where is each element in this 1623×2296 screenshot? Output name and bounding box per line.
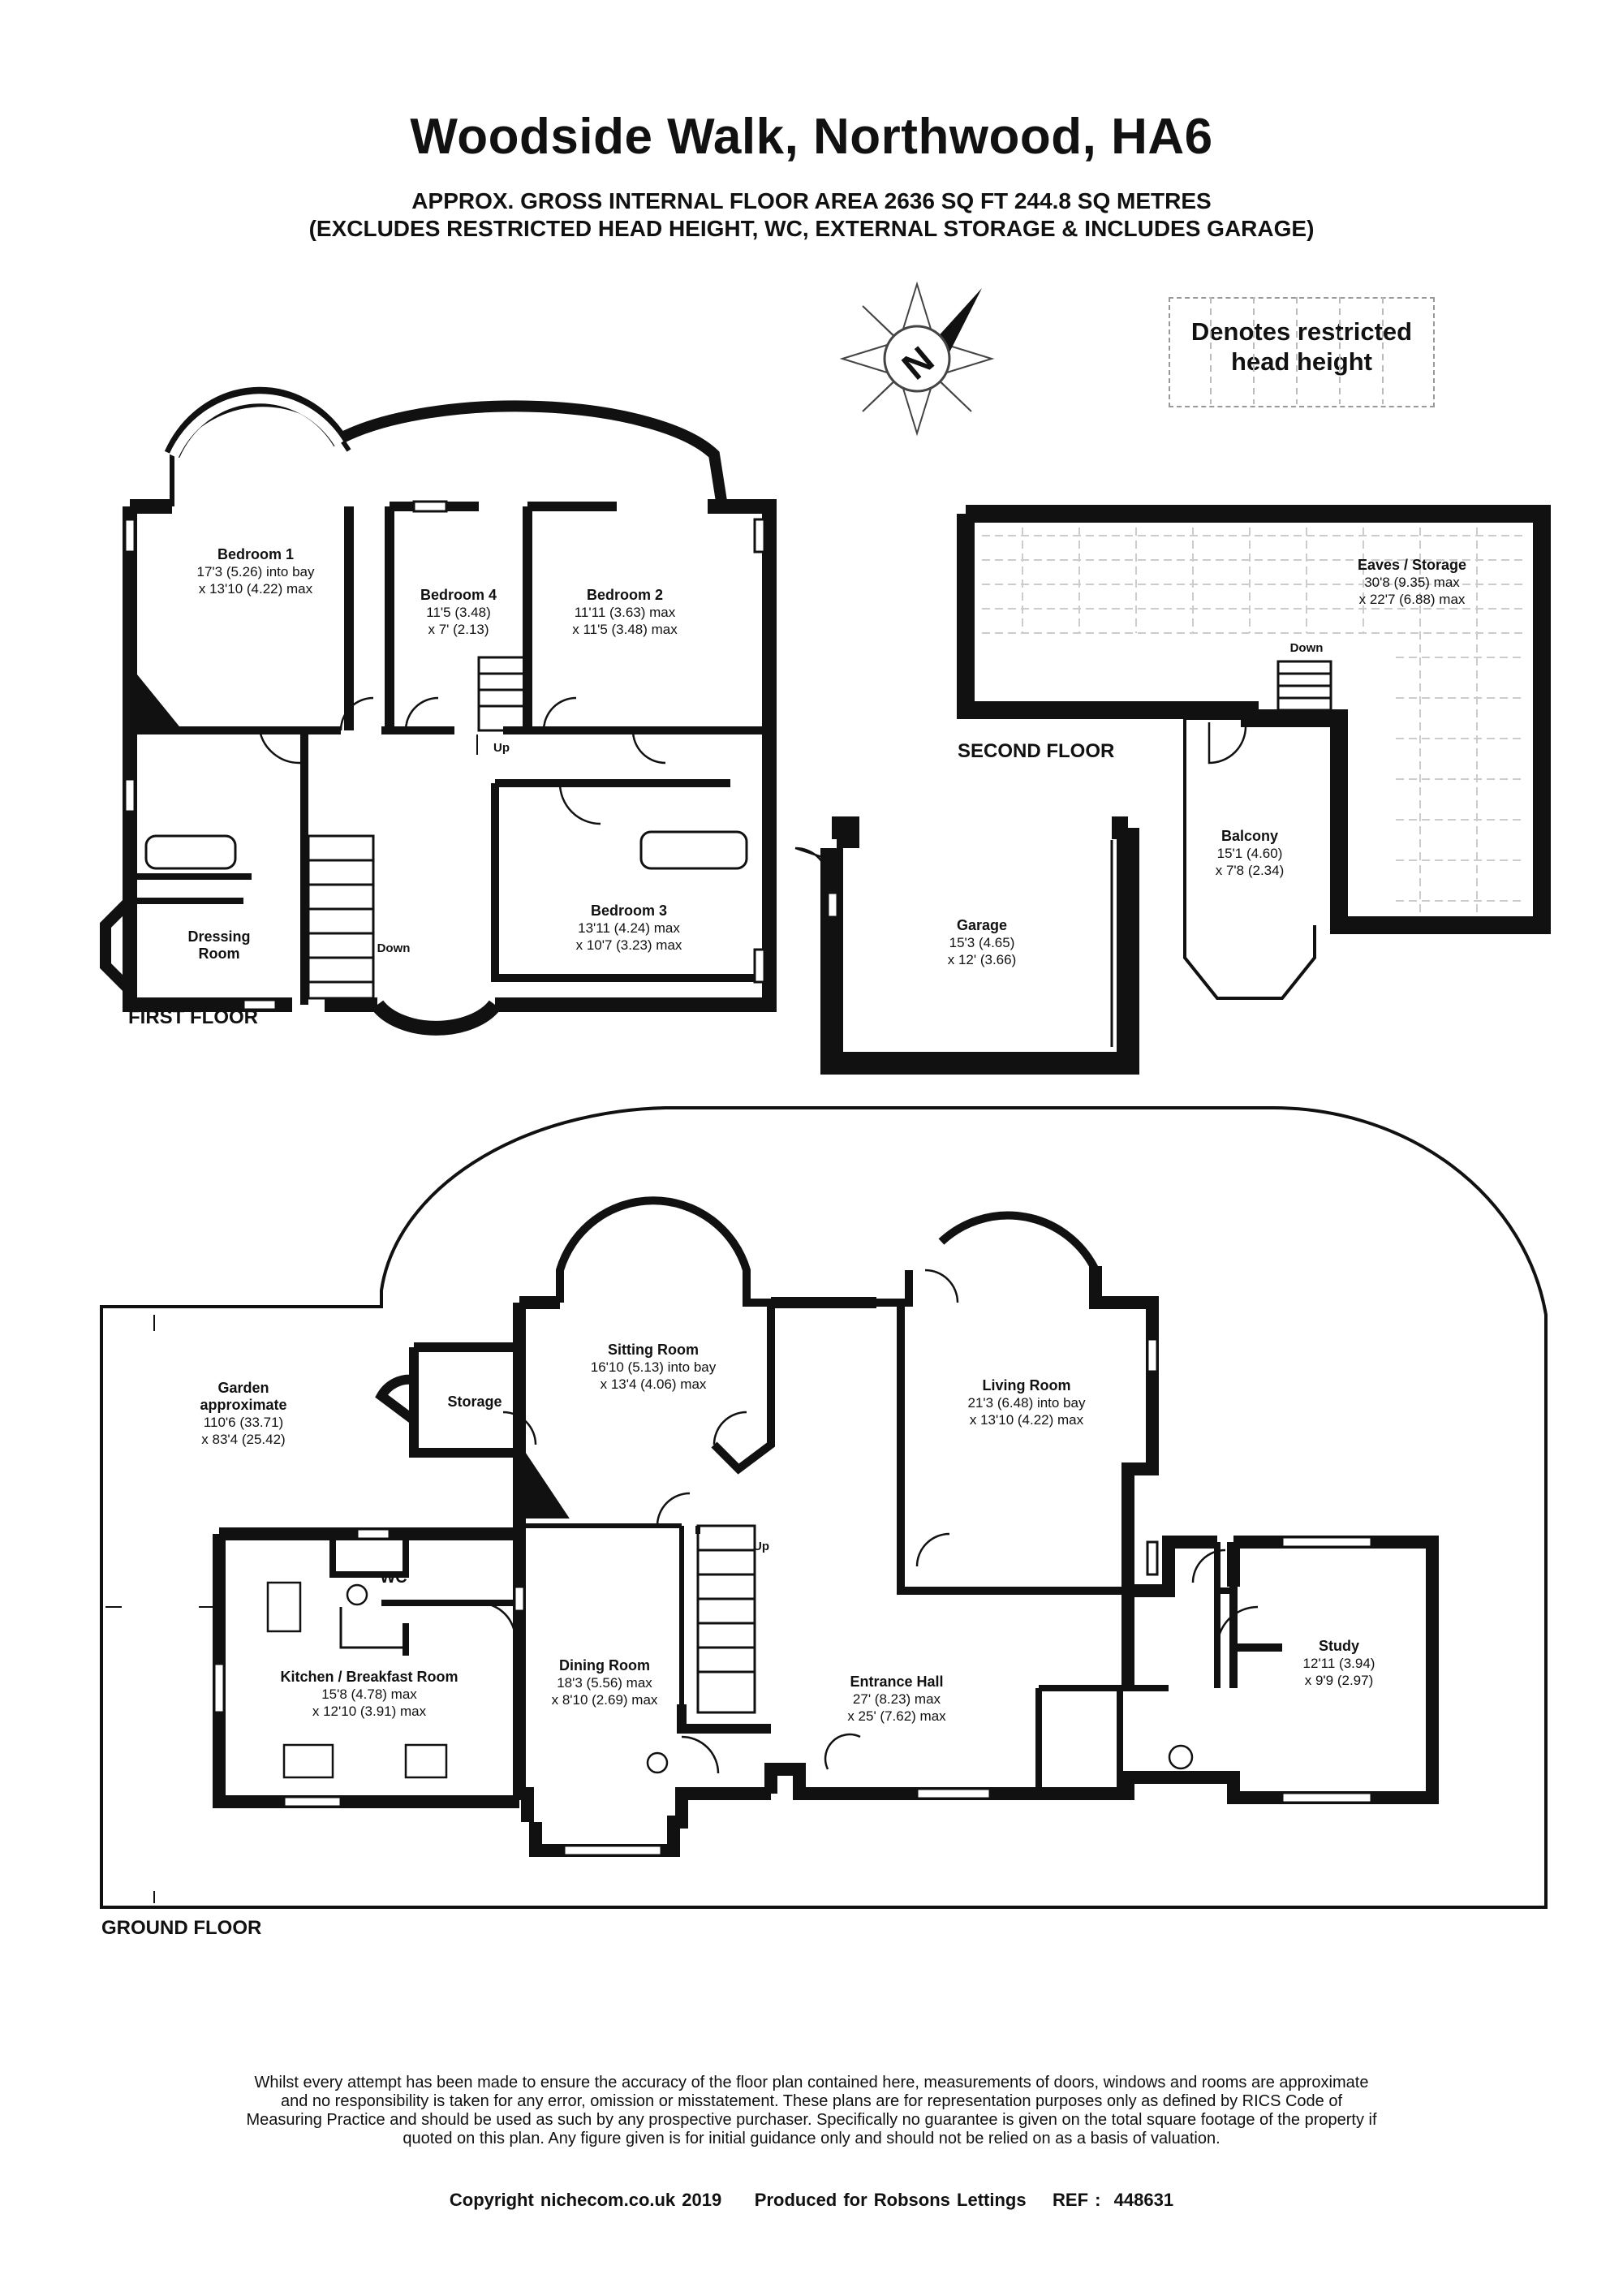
room-bedroom-4: Bedroom 4 11'5 (3.48) x 7' (2.13) xyxy=(420,587,497,637)
room-bedroom-2: Bedroom 2 11'11 (3.63) max x 11'5 (3.48)… xyxy=(572,587,678,637)
room-sitting: Sitting Room 16'10 (5.13) into bay x 13'… xyxy=(590,1342,717,1392)
legend-line-2: head height xyxy=(1231,347,1372,376)
ground-floor-plan xyxy=(100,1105,1548,1909)
first-floor-label: FIRST FLOOR xyxy=(128,1006,258,1028)
disclaimer-text: Whilst every attempt has been made to en… xyxy=(246,2074,1377,2147)
second-floor-label: SECOND FLOOR xyxy=(958,740,1115,762)
area-summary: APPROX. GROSS INTERNAL FLOOR AREA 2636 S… xyxy=(411,188,1212,213)
room-entrance-hall: Entrance Hall 27' (8.23) max x 25' (7.62… xyxy=(847,1674,946,1724)
room-study: Study 12'11 (3.94) x 9'9 (2.97) xyxy=(1302,1638,1375,1688)
garden-area: Garden approximate 110'6 (33.71) x 83'4 … xyxy=(200,1380,287,1447)
room-storage: Storage xyxy=(447,1394,502,1410)
room-bedroom-3: Bedroom 3 13'11 (4.24) max x 10'7 (3.23)… xyxy=(575,902,682,953)
ground-floor-label: GROUND FLOOR xyxy=(101,1917,262,1939)
room-dining: Dining Room 18'3 (5.56) max x 8'10 (2.69… xyxy=(551,1657,658,1708)
room-balcony: Balcony 15'1 (4.60) x 7'8 (2.34) xyxy=(1215,828,1285,878)
room-bedroom-1: Bedroom 1 17'3 (5.26) into bay x 13'10 (… xyxy=(196,546,315,597)
stair-up-label-first: Up xyxy=(493,741,510,755)
wall-corner xyxy=(130,666,183,730)
area-notes: (EXCLUDES RESTRICTED HEAD HEIGHT, WC, EX… xyxy=(308,216,1315,241)
room-kitchen-breakfast: Kitchen / Breakfast Room 15'8 (4.78) max… xyxy=(280,1669,458,1719)
restricted-head-height-legend: Denotes restricted head height xyxy=(1169,297,1435,407)
stair-down-label-first: Down xyxy=(377,941,411,955)
room-garage: Garage 15'3 (4.65) x 12' (3.66) xyxy=(947,917,1017,967)
room-eaves-storage: Eaves / Storage 30'8 (9.35) max x 22'7 (… xyxy=(1357,557,1467,607)
garage-plan xyxy=(794,816,1139,1075)
compass-icon xyxy=(839,281,995,437)
second-floor-plan xyxy=(957,505,1551,1000)
room-living: Living Room 21'3 (6.48) into bay x 13'10… xyxy=(967,1377,1086,1428)
legend-line-1: Denotes restricted xyxy=(1190,317,1413,346)
plan-title: Woodside Walk, Northwood, HA6 xyxy=(410,109,1213,165)
legend-hatch xyxy=(1210,297,1384,404)
room-dressing: Dressing Room xyxy=(187,928,251,962)
stair-down-label-second: Down xyxy=(1289,641,1324,655)
copyright-line: Copyright nichecom.co.uk 2019 Produced f… xyxy=(449,2190,1174,2210)
stair-up-label-ground: Up xyxy=(753,1540,769,1553)
room-wc: WC xyxy=(380,1569,407,1587)
first-floor-plan xyxy=(100,386,777,1036)
